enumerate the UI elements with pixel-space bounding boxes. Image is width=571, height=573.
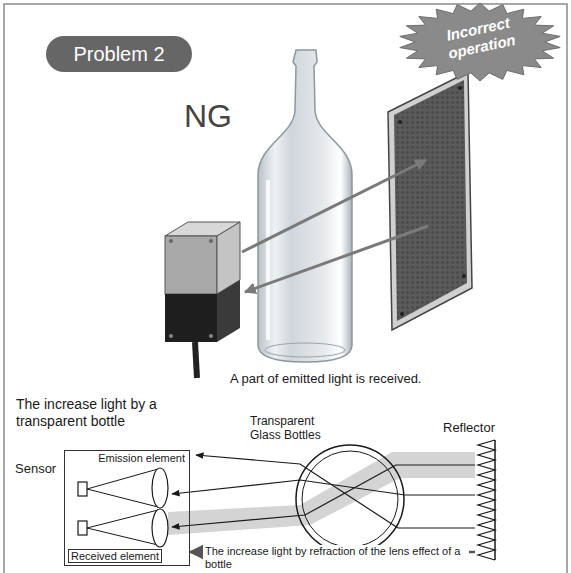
bottle-highlight: [266, 180, 270, 340]
light-ray: [398, 527, 475, 528]
bottle-outer-wall: [296, 445, 404, 553]
cone-line: [87, 510, 158, 528]
sensor-front-face: [165, 236, 217, 294]
light-ray: [172, 465, 396, 527]
note-label: The increase light by a transparent bott…: [16, 396, 166, 430]
reflector-prisms: [478, 440, 495, 560]
bottle-base: [265, 343, 345, 357]
note-label: NG: [184, 98, 232, 135]
plate-hole: [400, 312, 404, 316]
light-band: [168, 452, 475, 535]
bottle-inner-wall: [302, 451, 398, 547]
node-text: Received element: [68, 549, 162, 563]
sensor-screw: [209, 334, 213, 338]
node-text: Transparent Glass Bottles: [250, 414, 338, 442]
sensor-base-front: [165, 294, 217, 342]
plate-hole: [462, 274, 466, 278]
cone-line: [87, 528, 158, 545]
reflector-plate: [394, 80, 467, 321]
node-text: Emission element: [98, 452, 185, 464]
lens: [152, 509, 168, 547]
reflector-outline: [475, 440, 497, 560]
starburst-shape: [400, 3, 560, 81]
node-text: Sensor: [15, 461, 56, 476]
cone-line: [87, 469, 158, 489]
sensor-screw: [169, 239, 173, 243]
cone-line: [87, 489, 158, 507]
sensor-screw: [169, 334, 173, 338]
light-ray: [405, 494, 475, 495]
note-label: A part of emitted light is received.: [230, 371, 421, 386]
emission-element-symbol: [78, 482, 87, 496]
plate-hole: [398, 120, 402, 124]
returned-light-ray: [245, 226, 428, 292]
header-pill: Problem 2: [46, 36, 192, 72]
received-element-symbol: [78, 521, 87, 535]
sensor-screw: [209, 239, 213, 243]
node-text: Reflector: [443, 420, 495, 435]
node-text: Problem 2: [46, 36, 192, 72]
reflector: Reflector: [475, 440, 497, 560]
sensor-box: SensorEmission elementReceived element: [64, 450, 190, 566]
reflector-plate-edge: [388, 72, 472, 330]
glass-bottle: [258, 50, 352, 362]
panel-frame: [4, 4, 567, 573]
starburst-badge: Incorrect operation: [398, 2, 562, 82]
bottle-circle-outline: [295, 444, 405, 554]
sensor-base-side: [217, 280, 240, 342]
sensor-cable: [195, 342, 197, 378]
note-label: The increase light by refraction of the …: [203, 545, 469, 571]
plate-hole: [458, 86, 462, 90]
light-ray: [396, 464, 475, 465]
lens: [152, 468, 168, 508]
light-ray: [172, 480, 405, 495]
bottle-circle: Transparent Glass Bottles: [295, 444, 405, 554]
